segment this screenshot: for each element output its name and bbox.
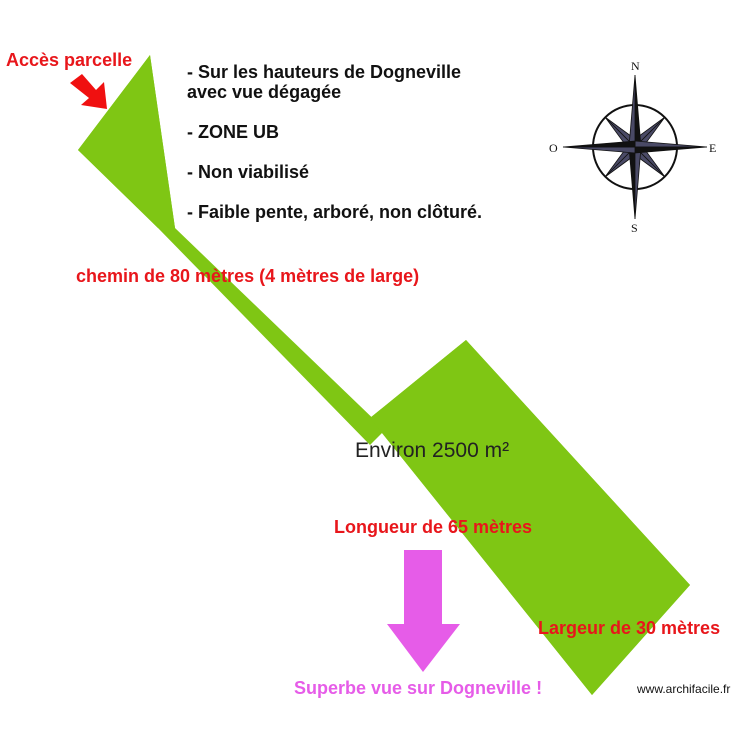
access-arrow-icon [70,74,107,109]
compass-east-label: E [709,141,716,155]
access-path-shape [78,55,385,445]
view-arrow-icon [387,550,460,672]
credit-label: www.archifacile.fr [637,682,731,696]
path-label: chemin de 80 mètres (4 mètres de large) [76,266,420,286]
features-list: - Sur les hauteurs de Dogneville avec vu… [187,62,482,222]
area-label: Environ 2500 m² [355,439,510,462]
feature-item: - Faible pente, arboré, non clôturé. [187,202,483,222]
compass-south-label: S [631,221,638,235]
compass-west-label: O [549,141,558,155]
feature-item: - Sur les hauteurs de Dogneville avec vu… [187,62,462,102]
width-label: Largeur de 30 mètres [538,618,721,638]
length-label: Longueur de 65 mètres [334,517,533,537]
feature-item: - ZONE UB [187,122,279,142]
compass-north-label: N [631,59,640,73]
feature-item: - Non viabilisé [187,162,310,182]
access-label: Accès parcelle [6,50,133,70]
main-plot-shape [370,340,690,695]
view-label: Superbe vue sur Dogneville ! [294,678,543,698]
compass-rose-icon: N S E O [549,59,716,235]
